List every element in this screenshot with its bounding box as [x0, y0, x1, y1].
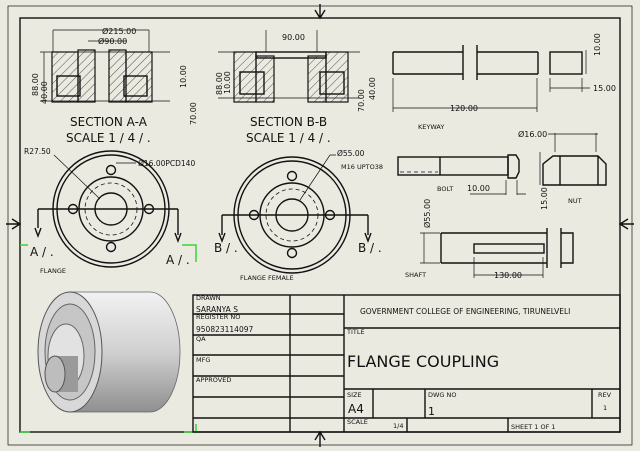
mfg-label: MFG: [196, 356, 210, 364]
sheet-number: SHEET 1 OF 1: [511, 423, 556, 431]
section-b-scale: SCALE 1 / 4 / .: [246, 131, 331, 145]
flange-label: FLANGE: [40, 267, 66, 275]
dim-70-b: 70.00: [357, 89, 366, 112]
keyway-view: 120.00 10.00 15.00 KEYWAY: [392, 33, 616, 131]
rev-label: REV: [598, 391, 612, 399]
register-value: 950823114097: [196, 325, 253, 334]
flange-holes-callout: Ø16.00PCD140: [138, 159, 195, 168]
qa-label: QA: [196, 335, 206, 343]
keyway-width: 15.00: [593, 84, 616, 93]
dim-90: 90.00: [282, 33, 305, 42]
scale-label: SCALE: [347, 418, 368, 426]
section-a-a: Ø215.00 Ø90.00 88.00 40.00 10.00 70.00 S…: [31, 26, 198, 145]
rev-value: 1: [603, 404, 607, 412]
thread-callout: M16 UPTO38: [341, 163, 383, 171]
keyway-length: 120.00: [450, 104, 478, 113]
section-b-title: SECTION B-B: [250, 115, 327, 129]
keyway-label: KEYWAY: [418, 123, 444, 131]
cut-b-left: B / .: [214, 241, 238, 255]
nut-label: NUT: [568, 197, 582, 205]
bolt-head-dim: 10.00: [467, 184, 490, 193]
register-label: REGISTER NO: [196, 313, 240, 321]
drawn-label: DRAWN: [196, 294, 221, 302]
size-label: SIZE: [347, 391, 362, 399]
flange-female-view: Ø55.00 M16 UPTO38 B / . B / . FLANGE FEM…: [214, 149, 383, 282]
cut-a-left: A / .: [30, 245, 54, 259]
nut-height: 15.00: [540, 187, 549, 210]
drawing-title: FLANGE COUPLING: [347, 352, 499, 371]
dim-88-b: 88.00: [215, 72, 224, 95]
dim-88: 88.00: [31, 73, 40, 96]
section-b-b: 90.00 88.00 10.00 70.00 40.00 SECTION B-…: [215, 30, 377, 145]
dwg-label: DWG NO: [428, 391, 457, 399]
drawn-value: SARANYA S: [196, 305, 238, 314]
scale-value: 1/4: [393, 422, 403, 430]
institution-name: GOVERNMENT COLLEGE OF ENGINEERING, TIRUN…: [360, 307, 570, 316]
dim-10: 10.00: [179, 65, 188, 88]
nut-diameter: Ø16.00: [518, 129, 547, 139]
size-value: A4: [348, 402, 364, 416]
keyway-height: 10.00: [593, 33, 602, 56]
section-a-scale: SCALE 1 / 4 / .: [66, 131, 151, 145]
bore-callout: Ø55.00: [337, 149, 365, 158]
dwg-value: 1: [428, 405, 435, 418]
dim-outer-diameter: Ø215.00: [102, 26, 136, 36]
cut-a-right: A / .: [166, 253, 190, 267]
dim-bore-diameter: Ø90.00: [98, 36, 127, 46]
dim-70: 70.00: [189, 102, 198, 125]
section-a-title: SECTION A-A: [70, 115, 148, 129]
cut-b-right: B / .: [358, 241, 382, 255]
shaft-view: Ø55.00 130.00 SHAFT: [405, 199, 574, 280]
flange-radius-callout: R27.50: [24, 147, 51, 156]
title-label: TITLE: [346, 328, 365, 336]
flange-female-label: FLANGE FEMALE: [240, 274, 294, 282]
bolt-label: BOLT: [437, 185, 453, 193]
dim-10-b: 10.00: [223, 71, 232, 94]
shaft-key-length: 130.00: [494, 271, 522, 280]
title-block: DRAWN SARANYA S REGISTER NO 950823114097…: [192, 294, 621, 433]
dim-40: 40.00: [40, 81, 49, 104]
shaft-diameter: Ø55.00: [422, 199, 432, 228]
shaft-label: SHAFT: [405, 271, 426, 279]
isometric-render: [20, 291, 197, 433]
bolt-view: 10.00 BOLT: [397, 154, 526, 195]
dim-40-b: 40.00: [368, 77, 377, 100]
nut-view: Ø16.00 15.00 NUT: [518, 129, 607, 210]
approved-label: APPROVED: [196, 376, 231, 384]
flange-view: R27.50 Ø16.00PCD140 A / . A / . FLANGE: [20, 147, 197, 275]
